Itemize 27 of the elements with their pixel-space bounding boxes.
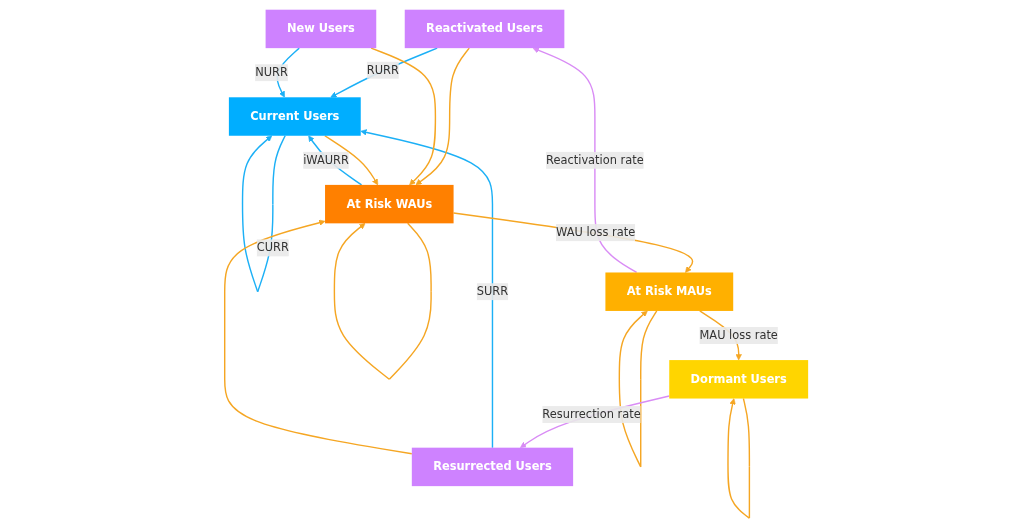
edge-label: RURR <box>366 63 399 77</box>
node-box: At Risk WAUs <box>324 184 454 224</box>
node-box: New Users <box>265 9 376 49</box>
node-box: Reactivated Users <box>404 9 564 49</box>
arrow <box>415 47 470 186</box>
edge-label: CURR <box>256 240 289 255</box>
node-box: Resurrected Users <box>411 447 573 487</box>
arrow <box>532 47 637 274</box>
node-box: At Risk MAUs <box>605 272 733 311</box>
arrow <box>323 135 378 186</box>
arrow <box>519 395 670 448</box>
node-box: Dormant Users <box>668 360 808 399</box>
arrow <box>223 219 413 455</box>
arrow <box>452 212 693 273</box>
edge-label: Resurrection rate <box>541 407 641 421</box>
edge-label: iWAURR <box>302 153 349 167</box>
arrow <box>726 397 750 519</box>
arrow <box>360 129 493 449</box>
edge-label: NURR <box>254 65 288 80</box>
arrow <box>370 47 436 186</box>
edge-label: MAU loss rate <box>699 328 778 342</box>
edge-label: SURR <box>476 284 508 299</box>
arrow <box>330 47 438 98</box>
edge-label: WAU loss rate <box>555 225 635 240</box>
arrow <box>333 222 432 380</box>
node-box: Current Users <box>228 97 361 136</box>
edge-label: Reactivation rate <box>545 153 644 167</box>
